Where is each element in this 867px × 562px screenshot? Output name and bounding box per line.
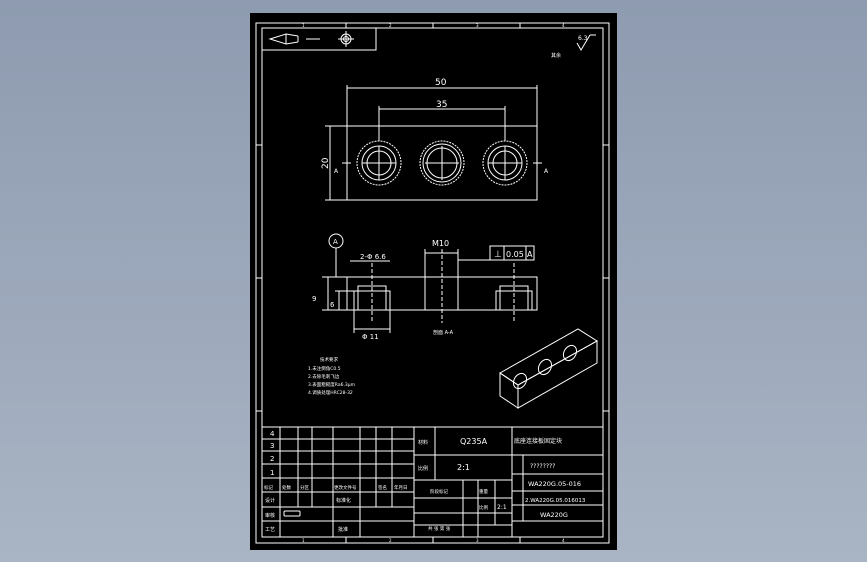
projection-symbol — [261, 27, 377, 51]
revision-header: 处数 — [282, 484, 291, 491]
sheet-label: 共 张 第 张 — [428, 525, 451, 532]
dim-spacing: 35 — [436, 100, 447, 110]
zone-bottom-2: 2 — [389, 538, 392, 543]
isometric-view — [499, 328, 598, 409]
zone-top-2: 2 — [389, 23, 392, 28]
dim-counterbore-dia: Φ 11 — [362, 333, 379, 341]
tech-note: 3.表面粗糙度Ra6.3μm — [308, 381, 355, 388]
section-view — [322, 233, 538, 333]
sign-std-label: 标准化 — [336, 497, 351, 504]
revision-header: 分区 — [300, 484, 309, 491]
revision-header: 年月日 — [394, 484, 408, 491]
roughness-symbol — [576, 34, 596, 51]
scale-label: 比例 — [418, 465, 428, 472]
tech-note: 4.调质处理HRC28-32 — [308, 389, 353, 396]
roughness-note: 其余 — [551, 52, 561, 59]
revision-row-3: 3 — [270, 442, 274, 450]
tech-notes-title: 技术要求 — [320, 356, 338, 363]
tech-notes: 技术要求 1.未注倒角C0.5 2.去除毛刺飞边 3.表面粗糙度Ra6.3μm … — [308, 356, 355, 396]
ratio-value: 2:1 — [497, 504, 507, 511]
hole-callout: 2-Φ 6.6 — [360, 253, 386, 261]
revision-header: 签名 — [378, 484, 387, 491]
tech-note: 1.未注倒角C0.5 — [308, 365, 341, 372]
zone-top-1: 1 — [302, 23, 305, 28]
zone-ticks — [256, 23, 609, 543]
revision-header: 更改文件号 — [334, 484, 357, 491]
dim-total-height: 9 — [312, 295, 316, 303]
dim-width: 50 — [435, 78, 447, 88]
scale-value: 2:1 — [457, 463, 470, 472]
sign-row-process: 工艺 — [265, 527, 275, 533]
sign-row-review: 审核 — [265, 512, 275, 519]
outer-border — [255, 22, 610, 544]
drawing-number: WA220G.05-016 — [528, 480, 581, 488]
stage-label: 阶段标记 — [430, 488, 448, 495]
roughness-value: 6.3 — [578, 35, 588, 42]
sign-row-design: 设计 — [265, 497, 275, 504]
datum-label: A — [333, 238, 338, 246]
top-view — [325, 85, 542, 201]
dim-height: 20 — [321, 157, 331, 169]
revision-header: 标记 — [264, 484, 273, 491]
section-marker-left: A — [334, 168, 339, 175]
weight-label: 重量 — [479, 488, 488, 495]
zone-top-3: 3 — [476, 23, 479, 28]
dim-counterbore-depth: 6 — [330, 301, 335, 309]
tol-symbol: ⊥ — [494, 250, 502, 260]
project-code: WA220G — [540, 511, 568, 519]
title-block — [262, 426, 603, 537]
thread-callout: M10 — [432, 239, 449, 248]
tol-datum: A — [527, 250, 533, 259]
material-value: Q235A — [460, 437, 488, 446]
revision-row-1: 1 — [270, 469, 274, 477]
cad-drawing: 1 2 3 4 1 2 3 4 6.3 其余 — [255, 22, 610, 544]
material-label: 材料 — [418, 439, 428, 446]
zone-top-4: 4 — [562, 23, 565, 28]
section-marker-right: A — [544, 168, 549, 175]
ratio-label: 比例 — [479, 504, 488, 511]
assembly-number: 2.WA220G.05.016013 — [525, 498, 586, 504]
zone-bottom-3: 3 — [476, 538, 479, 543]
section-label: 剖面 A-A — [433, 329, 454, 336]
inner-border — [261, 27, 604, 538]
tech-note: 2.去除毛刺飞边 — [308, 373, 340, 380]
revision-row-2: 2 — [270, 455, 274, 463]
company-name: ???????? — [530, 463, 555, 470]
tol-value: 0.05 — [506, 250, 524, 259]
part-title: 底座连接板固定块 — [514, 437, 562, 445]
zone-bottom-1: 1 — [302, 538, 305, 543]
zone-bottom-4: 4 — [562, 538, 565, 543]
revision-row-4: 4 — [270, 430, 275, 438]
drawing-sheet: 1 2 3 4 1 2 3 4 6.3 其余 — [250, 13, 617, 550]
sign-approve-label: 批准 — [338, 526, 348, 533]
